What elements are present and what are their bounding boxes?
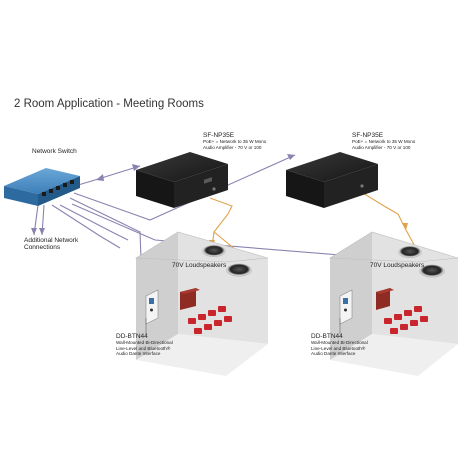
room2-speaker-1 (398, 246, 422, 258)
network-switch (4, 168, 80, 206)
room1-ceiling-edge (135, 231, 269, 263)
room1-speaker-1 (202, 245, 226, 257)
room2-device-desc-2: Line-Level and Bluetooth® (311, 345, 366, 351)
amp2-label: SF-NP35E PoE+ = Network to 35 W Mono Aud… (352, 132, 415, 150)
amp2-desc-2: Audio Amplifier - 70 V or 100 (352, 144, 411, 150)
room1-device-desc-3: Audio Dante Interface (116, 351, 161, 357)
room-2 (329, 231, 459, 376)
room2-chairs (384, 306, 428, 334)
room2-device-desc-3: Audio Dante Interface (311, 351, 356, 357)
network-switch-label: Network Switch (32, 148, 77, 155)
switch-front-face (4, 186, 38, 206)
room2-speaker-2 (419, 264, 445, 278)
amp1-front (136, 170, 174, 208)
additional-line-1: Additional Network (24, 237, 79, 244)
amp1-desc-2: Audio Amplifier - 70 V or 100 (203, 144, 262, 150)
amp2-top (286, 152, 378, 182)
room-1 (135, 231, 269, 376)
label-leaders (145, 318, 341, 334)
amp2-side (324, 164, 378, 208)
room1-device-label: DD-BTN44 Wall-Mounted Bi-Directional Lin… (116, 333, 173, 356)
cable-switch-extra-2 (51, 204, 121, 249)
cable-switch-to-room1-device (69, 197, 147, 297)
room1-cabinet (180, 288, 200, 310)
amp2-desc-1: PoE+ = Network to 35 W Mono (352, 139, 416, 145)
room1-device-model: DD-BTN44 (116, 333, 148, 340)
amp2-front (286, 170, 324, 208)
speaker-cable-room2 (357, 189, 407, 231)
room1-chairs (188, 306, 232, 334)
amp1-model: SF-NP35E (203, 132, 235, 139)
room2-speakers-label: 70V Loudspeakers (370, 262, 425, 269)
amplifier-1 (136, 152, 228, 208)
switch-side-face (38, 176, 80, 206)
amp1-desc-1: PoE+ = Network to 35 W Mono (203, 139, 267, 145)
switch-top-face (4, 168, 80, 194)
room2-device-label: DD-BTN44 Wall-Mounted Bi-Directional Lin… (311, 333, 368, 356)
additional-line-2: Connections (24, 244, 61, 252)
room2-floor (330, 334, 458, 376)
amp2-model: SF-NP35E (352, 132, 384, 139)
room2-device-desc-1: Wall-Mounted Bi-Directional (311, 340, 368, 346)
switch-ports (42, 180, 74, 196)
speaker-cable-room1 (209, 197, 233, 248)
room1-device-desc-2: Line-Level and Bluetooth® (116, 345, 171, 351)
room2-wall-plate (339, 289, 353, 325)
room2-cabinet (376, 288, 394, 310)
cable-switch-extra-1 (59, 204, 129, 241)
room1-device-desc-1: Wall-Mounted Bi-Directional (116, 340, 173, 346)
amp1-side (174, 164, 228, 208)
page-title: 2 Room Application - Meeting Rooms (14, 98, 204, 110)
room1-speakers-label: 70V Loudspeakers (172, 262, 227, 269)
amplifier-2 (286, 152, 378, 208)
room1-speaker-2 (226, 263, 252, 277)
additional-connections-label: Additional Network Connections (24, 237, 78, 252)
room1-wall-plate (145, 289, 159, 325)
room1-floor (136, 334, 268, 376)
amp1-label: SF-NP35E PoE+ = Network to 35 W Mono Aud… (203, 132, 266, 150)
room2-device-model: DD-BTN44 (311, 333, 343, 340)
cable-switch-to-amp2 (73, 154, 296, 221)
amp1-top (136, 152, 228, 182)
